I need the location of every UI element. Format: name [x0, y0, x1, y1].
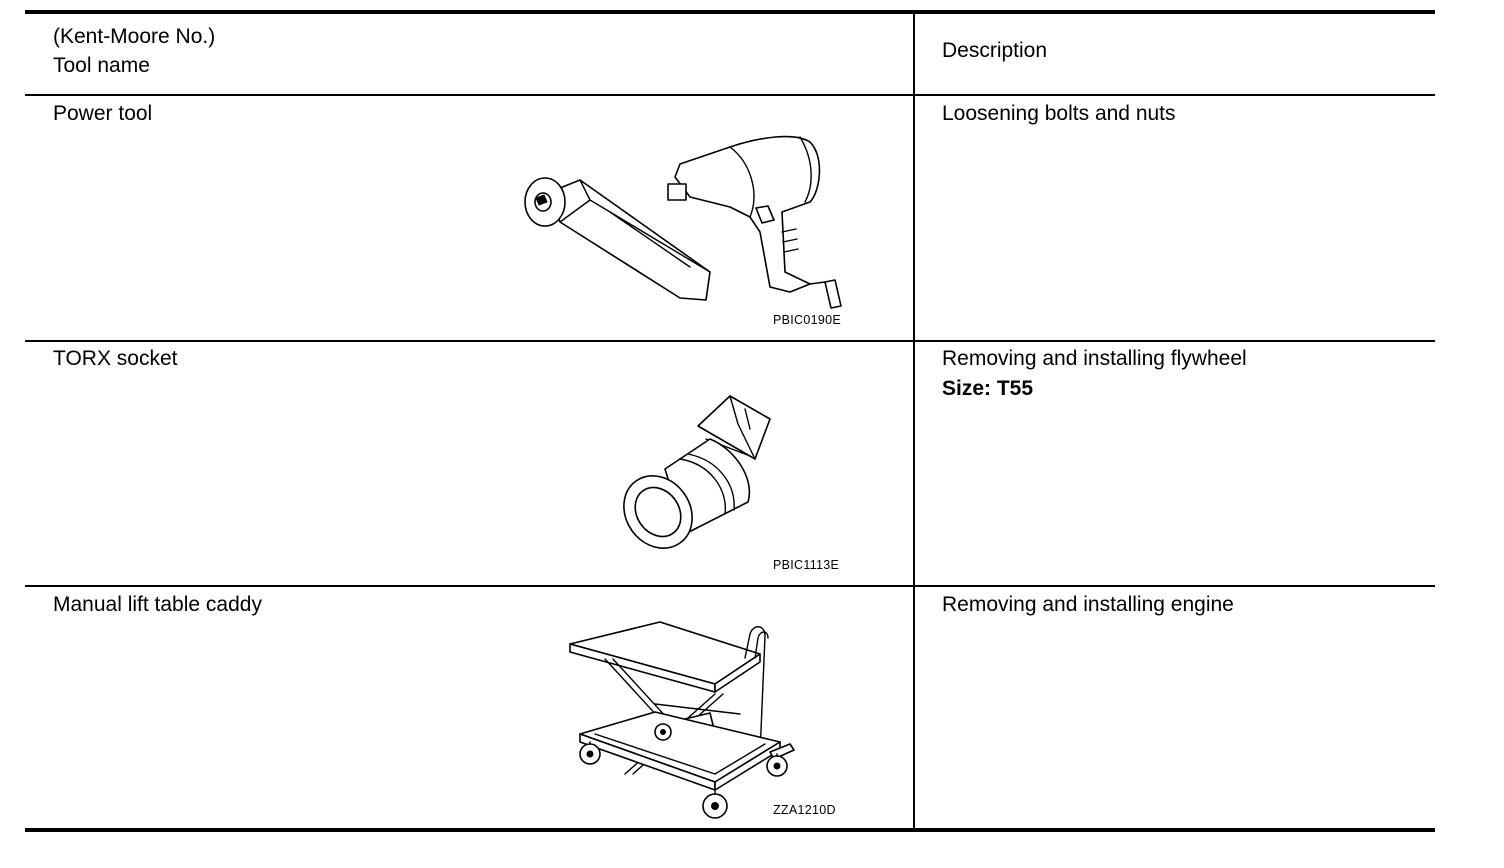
figure-code-lift-table-caddy: ZZA1210D [773, 803, 836, 817]
column-divider [913, 10, 915, 832]
header-tool-line2: Tool name [53, 54, 150, 77]
torx-socket-illustration-icon [623, 395, 771, 549]
tool-name-lift-table-caddy: Manual lift table caddy [53, 593, 262, 616]
table-bottom-rule [25, 828, 1435, 832]
header-tool-line1: (Kent-Moore No.) [53, 25, 216, 48]
tool-name-power-tool: Power tool [53, 102, 153, 125]
table-top-rule [25, 10, 1435, 14]
header-description: Description [942, 39, 1048, 62]
row-rule-1 [25, 340, 1435, 342]
row-rule-2 [25, 585, 1435, 587]
lift-table-caddy-illustration-icon [569, 621, 795, 819]
tool-name-torx-socket: TORX socket [53, 347, 178, 370]
header-rule [25, 94, 1435, 96]
description-power-tool: Loosening bolts and nuts [942, 102, 1176, 125]
description-detail-torx-size: Size: T55 [942, 377, 1034, 400]
figure-code-power-tool: PBIC0190E [773, 313, 842, 327]
figure-code-torx-socket: PBIC1113E [773, 558, 840, 572]
description-torx-socket: Removing and installing flywheel [942, 347, 1247, 370]
power-tool-illustration-icon [524, 135, 842, 309]
special-tools-table: (Kent-Moore No.) Tool name Description P… [25, 10, 1435, 832]
description-lift-table-caddy: Removing and installing engine [942, 593, 1234, 616]
